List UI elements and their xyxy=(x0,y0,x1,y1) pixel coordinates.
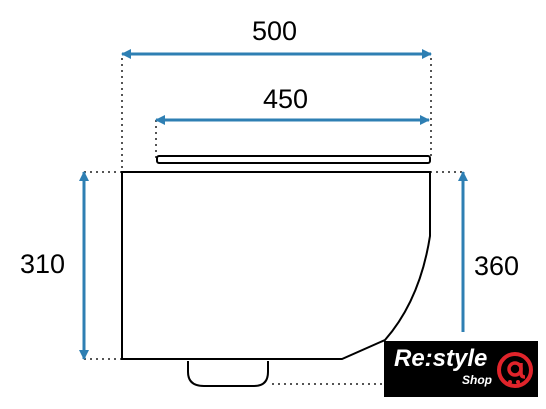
dimension-label-front-height: 310 xyxy=(20,249,66,279)
dimension-label-rear-height: 360 xyxy=(474,251,520,281)
dimension-arrows xyxy=(79,49,468,360)
at-sign-cart-icon xyxy=(497,352,533,388)
brand-logo: Re:style Shop xyxy=(384,341,538,397)
toilet-bowl-body xyxy=(121,171,431,360)
brand-logo-subtext: Shop xyxy=(462,373,492,387)
extension-lines xyxy=(84,58,464,385)
toilet-base-foot xyxy=(187,361,269,387)
brand-logo-text: Re:style xyxy=(394,345,488,372)
dimension-label-overall-width: 500 xyxy=(252,16,298,46)
toilet-seat-lid xyxy=(156,155,431,164)
dimension-label-inner-width: 450 xyxy=(263,84,309,114)
toilet-outline xyxy=(121,155,431,387)
